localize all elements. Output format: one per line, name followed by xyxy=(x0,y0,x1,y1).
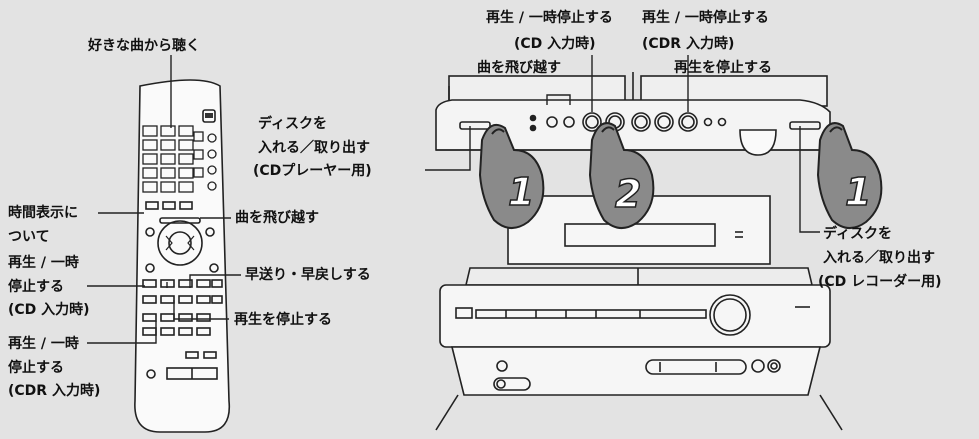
label-play-cdr-line2: 停止する xyxy=(8,360,64,376)
label-play-cd-line3: (CD 入力時) xyxy=(8,302,90,318)
label-top-play-cdr-line2: (CDR 入力時) xyxy=(642,36,735,52)
label-disc-cd-line1: ディスクを xyxy=(258,116,328,132)
hand-pointer-1-left: 1 xyxy=(478,124,545,229)
label-time-display-line1: 時間表示に xyxy=(8,205,78,221)
hand-pointer-2: 2 xyxy=(588,122,655,229)
remote-control xyxy=(134,79,231,433)
label-top-play-cd-line2: (CD 入力時) xyxy=(514,36,596,52)
stereo-system xyxy=(435,72,843,431)
hand-pointer-1-right: 1 xyxy=(816,122,883,229)
label-top-play-cd-line1: 再生 / 一時停止する xyxy=(486,10,613,26)
label-disc-rec-line2: 入れる／取り出す xyxy=(823,250,935,266)
label-favorite-track: 好きな曲から聴く xyxy=(88,38,200,54)
label-disc-rec-line1: ディスクを xyxy=(823,226,893,242)
label-time-display-line2: ついて xyxy=(8,229,50,245)
label-play-cdr-line3: (CDR 入力時) xyxy=(8,383,101,399)
label-ff-rew: 早送り・早戻しする xyxy=(245,267,371,283)
hand-number: 1 xyxy=(845,170,871,214)
hand-number: 1 xyxy=(508,170,534,214)
label-top-skip: 曲を飛び越す xyxy=(477,60,561,76)
label-skip-remote: 曲を飛び越す xyxy=(235,210,319,226)
label-play-cd-line1: 再生 / 一時 xyxy=(8,255,79,271)
label-play-cd-line2: 停止する xyxy=(8,279,64,295)
hand-number: 2 xyxy=(615,172,641,216)
label-top-stop: 再生を停止する xyxy=(674,60,772,76)
label-top-play-cdr-line1: 再生 / 一時停止する xyxy=(642,10,769,26)
label-play-cdr-line1: 再生 / 一時 xyxy=(8,336,79,352)
label-disc-cd-line3: (CDプレーヤー用) xyxy=(253,163,372,179)
label-disc-cd-line2: 入れる／取り出す xyxy=(258,140,370,156)
label-disc-rec-line3: (CD レコーダー用) xyxy=(818,274,942,290)
remote-leader-lines xyxy=(87,55,241,344)
stereo-leader-lines xyxy=(425,55,820,233)
label-stop-remote: 再生を停止する xyxy=(234,312,332,328)
